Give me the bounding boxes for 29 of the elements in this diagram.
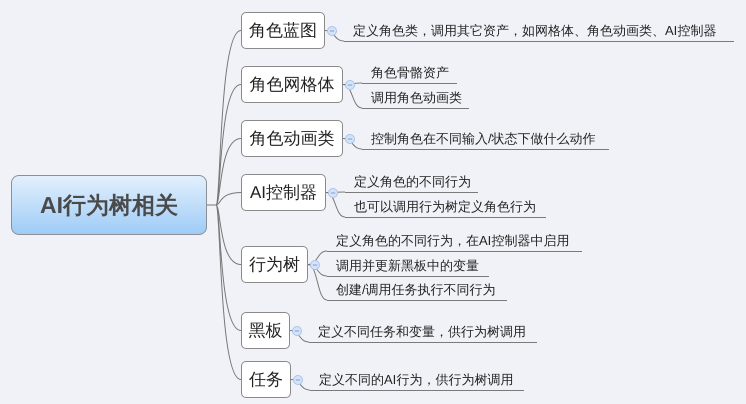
subtopic-label: 定义不同的AI行为，供行为树调用	[310, 370, 524, 391]
subtopic-label: 定义角色的不同行为，在AI控制器中启用	[327, 231, 582, 252]
subtopic-label: 调用并更新黑板中的变量	[327, 256, 489, 277]
connector-line	[308, 264, 328, 276]
subtopic-label: 角色骨骼资产	[362, 63, 457, 84]
connector-line	[326, 192, 346, 218]
topic-box: 任务	[241, 361, 291, 398]
connector-line	[324, 30, 344, 42]
subtopic-label: 控制角色在不同输入/状态下做什么动作	[362, 129, 609, 150]
central-topic-box: AI行为树相关	[11, 175, 207, 235]
topic-box: 黑板	[241, 312, 290, 349]
subtopic-label: 调用角色动画类	[362, 88, 469, 109]
subtopic-label: 定义角色的不同行为	[345, 172, 478, 193]
connector-line	[290, 330, 310, 342]
connector-line	[308, 264, 328, 300]
topic-box: 角色动画类	[241, 120, 343, 157]
subtopic-label: 定义角色类，调用其它资产，如网格体、角色动画类、AI控制器	[344, 21, 734, 42]
connector-line	[342, 138, 362, 150]
connector-line	[206, 204, 242, 380]
subtopic-label: 也可以调用行为树定义角色行为	[345, 197, 546, 218]
subtopic-label: 定义不同任务和变量，供行为树调用	[309, 322, 537, 343]
connector-line	[326, 192, 346, 193]
connector-line	[342, 84, 362, 108]
topic-box: 行为树	[241, 246, 308, 283]
topic-box: AI控制器	[241, 174, 326, 211]
topic-box: 角色蓝图	[241, 12, 325, 49]
connector-line	[290, 379, 310, 390]
topic-box: 角色网格体	[241, 66, 343, 103]
subtopic-label: 创建/调用任务执行不同行为	[327, 280, 507, 301]
